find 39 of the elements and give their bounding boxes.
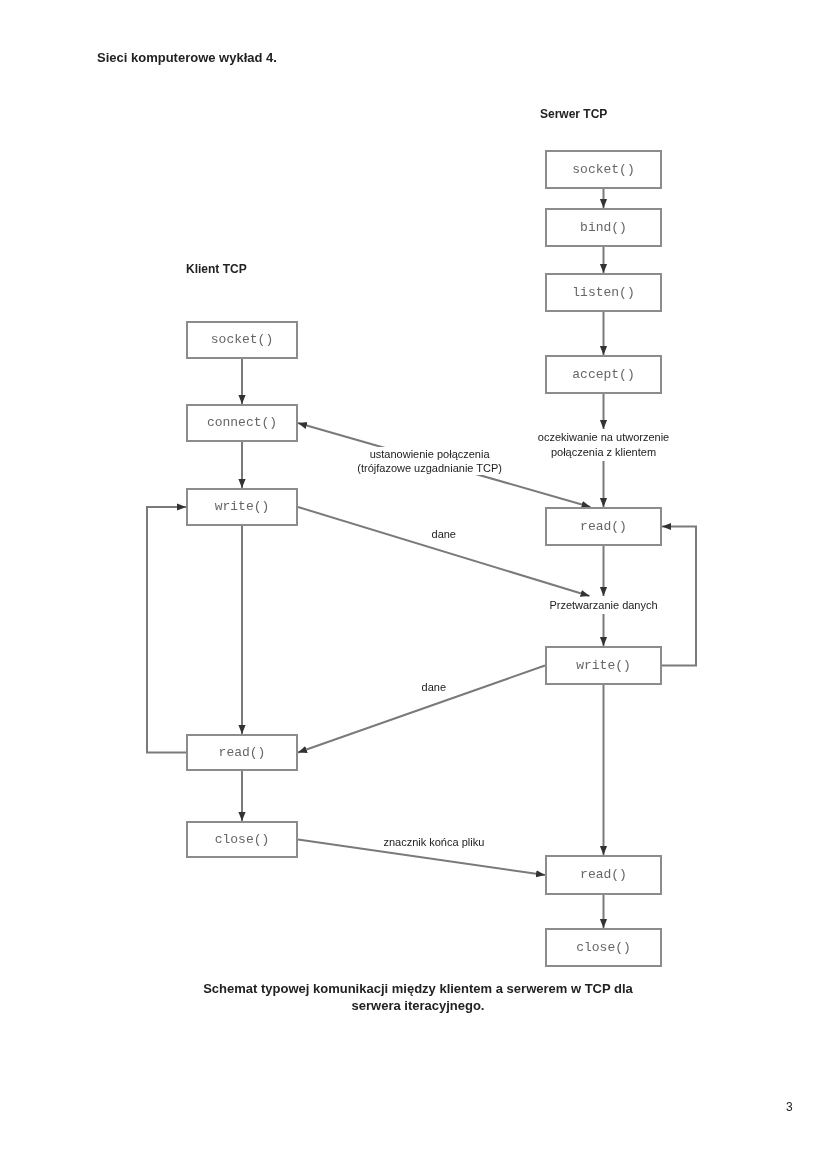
function-box: write() bbox=[545, 646, 662, 685]
function-box: connect() bbox=[186, 404, 298, 442]
arrow bbox=[297, 664, 546, 754]
process-note: Przetwarzanie danych bbox=[535, 596, 672, 614]
arrow bbox=[297, 838, 546, 878]
arrow bbox=[238, 358, 246, 405]
figure-caption: Schemat typowej komunikacji między klientem a serwerem w TCP dla serwera iteracyjnego. bbox=[202, 980, 634, 1014]
arrow bbox=[599, 684, 608, 856]
arrow bbox=[599, 545, 608, 597]
arrow bbox=[599, 246, 608, 274]
arrow bbox=[661, 522, 697, 667]
function-box: read() bbox=[186, 734, 298, 771]
function-box: bind() bbox=[545, 208, 662, 247]
function-box: close() bbox=[186, 821, 298, 858]
column-heading: Klient TCP bbox=[186, 262, 247, 276]
function-box: read() bbox=[545, 855, 662, 895]
arrow bbox=[238, 441, 246, 489]
function-box: write() bbox=[186, 488, 298, 526]
function-box: socket() bbox=[186, 321, 298, 359]
arrow bbox=[146, 503, 187, 754]
arrow bbox=[599, 613, 608, 647]
arrow bbox=[297, 506, 591, 597]
arrow bbox=[599, 393, 608, 430]
arrow bbox=[238, 770, 246, 822]
arrow bbox=[599, 188, 608, 209]
arrow bbox=[238, 525, 246, 735]
page-header: Sieci komputerowe wykład 4. bbox=[97, 50, 277, 65]
function-box: read() bbox=[545, 507, 662, 546]
function-box: socket() bbox=[545, 150, 662, 189]
function-box: close() bbox=[545, 928, 662, 967]
arrow bbox=[599, 460, 608, 508]
arrow bbox=[599, 894, 608, 929]
process-note: oczekiwanie na utworzenie połączenia z klientem bbox=[523, 429, 684, 461]
function-box: accept() bbox=[545, 355, 662, 394]
function-box: listen() bbox=[545, 273, 662, 312]
column-heading: Serwer TCP bbox=[540, 107, 608, 121]
edge-label: znacznik końca pliku bbox=[381, 835, 487, 849]
arrow bbox=[599, 311, 608, 356]
page-number: 3 bbox=[786, 1100, 793, 1114]
